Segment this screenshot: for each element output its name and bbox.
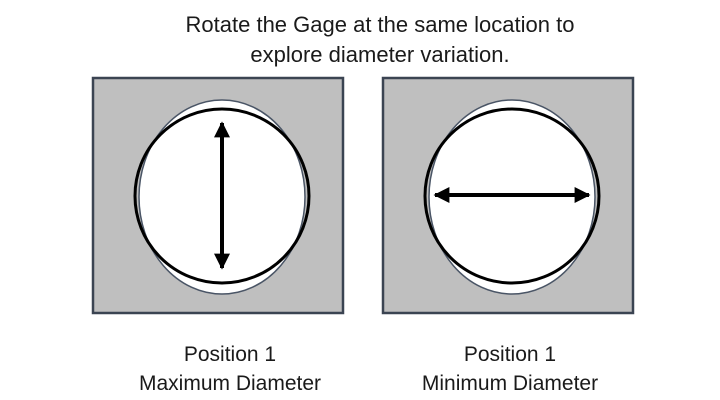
panel-maximum-diameter (91, 76, 345, 315)
position-label-left: Position 1 (183, 343, 277, 366)
measurement-label-right: Minimum Diameter (421, 372, 599, 395)
title-line-1: Rotate the Gage at the same location to (185, 12, 575, 37)
measurement-label-left: Maximum Diameter (138, 372, 322, 395)
caption-left: Position 1 Maximum Diameter (100, 340, 360, 398)
position-label-right: Position 1 (463, 343, 557, 366)
caption-right: Position 1 Minimum Diameter (380, 340, 640, 398)
gage-circle-left (133, 107, 311, 285)
gage-circle-right (423, 107, 601, 285)
diagram-title: Rotate the Gage at the same location to … (0, 10, 720, 70)
panel-minimum-diameter (381, 76, 635, 315)
title-line-2: explore diameter variation. (250, 42, 510, 67)
